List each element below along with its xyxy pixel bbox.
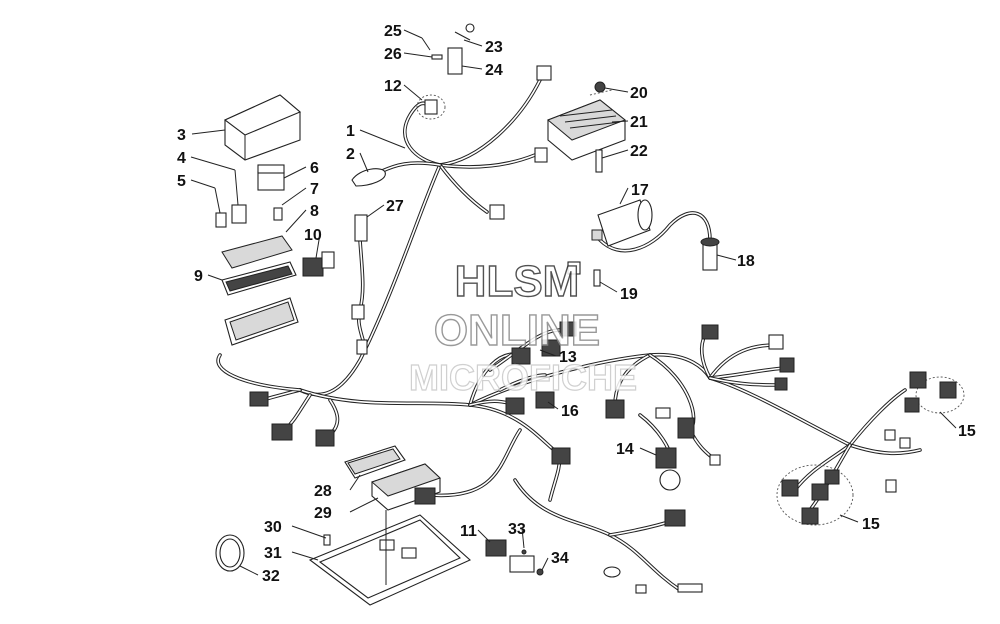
callout-15-lower: 15 <box>862 516 880 533</box>
callout-28: 28 <box>314 483 332 500</box>
callout-24: 24 <box>485 62 503 79</box>
connector-15-lower-parts <box>776 464 897 526</box>
callout-27: 27 <box>386 198 404 215</box>
fuse-gasket-part <box>221 235 293 269</box>
callout-4: 4 <box>177 150 186 167</box>
ecu-tray-part <box>308 510 471 606</box>
callout-15-upper: 15 <box>958 423 976 440</box>
callout-19: 19 <box>620 286 638 303</box>
fuse-box-part <box>221 261 299 346</box>
callout-5: 5 <box>177 173 186 190</box>
connector-12-part <box>416 94 446 120</box>
callout-9: 9 <box>194 268 203 285</box>
leader-lines <box>190 29 957 576</box>
fuse-part <box>215 204 283 228</box>
callout-31: 31 <box>264 545 282 562</box>
watermark: HLSM ONLINE MICROFICHE <box>408 256 637 398</box>
lower-right-leads <box>603 509 703 594</box>
ecu-part <box>344 445 441 511</box>
callout-32: 32 <box>262 568 280 585</box>
rubber-band-part <box>215 534 245 572</box>
voltage-regulator-part <box>547 99 626 161</box>
mounting-bracket-part <box>431 23 475 75</box>
watermark-line-3: MICROFICHE <box>409 357 637 398</box>
connector-10-part <box>302 251 335 277</box>
callout-34: 34 <box>551 550 569 567</box>
callout-33: 33 <box>508 521 526 538</box>
callout-14: 14 <box>616 441 634 458</box>
callout-20: 20 <box>630 85 648 102</box>
callout-26: 26 <box>384 46 402 63</box>
relay-11-part <box>485 539 507 557</box>
callout-16: 16 <box>561 403 579 420</box>
watermark-line-2: ONLINE <box>434 306 600 355</box>
callout-11: 11 <box>460 523 477 540</box>
callout-1: 1 <box>346 123 355 140</box>
nut-part <box>589 81 613 96</box>
callout-numbers: 1 2 3 4 5 6 7 8 9 10 11 12 13 14 15 15 1… <box>177 23 976 585</box>
callout-18: 18 <box>737 253 755 270</box>
upper-right-connectors <box>701 324 795 391</box>
clip-part <box>351 168 386 187</box>
spark-plug-cap-part <box>700 237 720 271</box>
connector-14-parts <box>605 399 721 491</box>
callout-29: 29 <box>314 505 332 522</box>
fuse-box-cover-part <box>223 94 302 161</box>
callout-6: 6 <box>310 160 319 177</box>
callout-30: 30 <box>264 519 282 536</box>
watermark-line-1: HLSM <box>455 257 580 306</box>
callout-12: 12 <box>384 78 402 95</box>
left-lower-connectors <box>249 147 571 465</box>
callout-10: 10 <box>304 227 322 244</box>
sensor-part <box>351 214 368 355</box>
callout-8: 8 <box>310 203 319 220</box>
relay-part <box>257 164 285 191</box>
connector-13-16-parts <box>505 261 581 415</box>
callout-23: 23 <box>485 39 503 56</box>
callout-7: 7 <box>310 181 319 198</box>
callout-3: 3 <box>177 127 186 144</box>
callout-17: 17 <box>631 182 649 199</box>
ignition-coil-part <box>591 199 653 247</box>
top-connector-part <box>536 65 552 81</box>
relay-33-34-part <box>509 549 544 576</box>
connector-15-upper-parts <box>884 371 965 449</box>
main-wiring-harness <box>216 78 922 592</box>
callout-21: 21 <box>630 114 648 131</box>
callout-13: 13 <box>559 349 577 366</box>
callout-22: 22 <box>630 143 648 160</box>
callout-2: 2 <box>346 146 355 163</box>
screw-part <box>595 149 603 173</box>
callout-25: 25 <box>384 23 402 40</box>
coil-screw-part <box>593 269 601 287</box>
tray-screw-part <box>323 534 331 546</box>
